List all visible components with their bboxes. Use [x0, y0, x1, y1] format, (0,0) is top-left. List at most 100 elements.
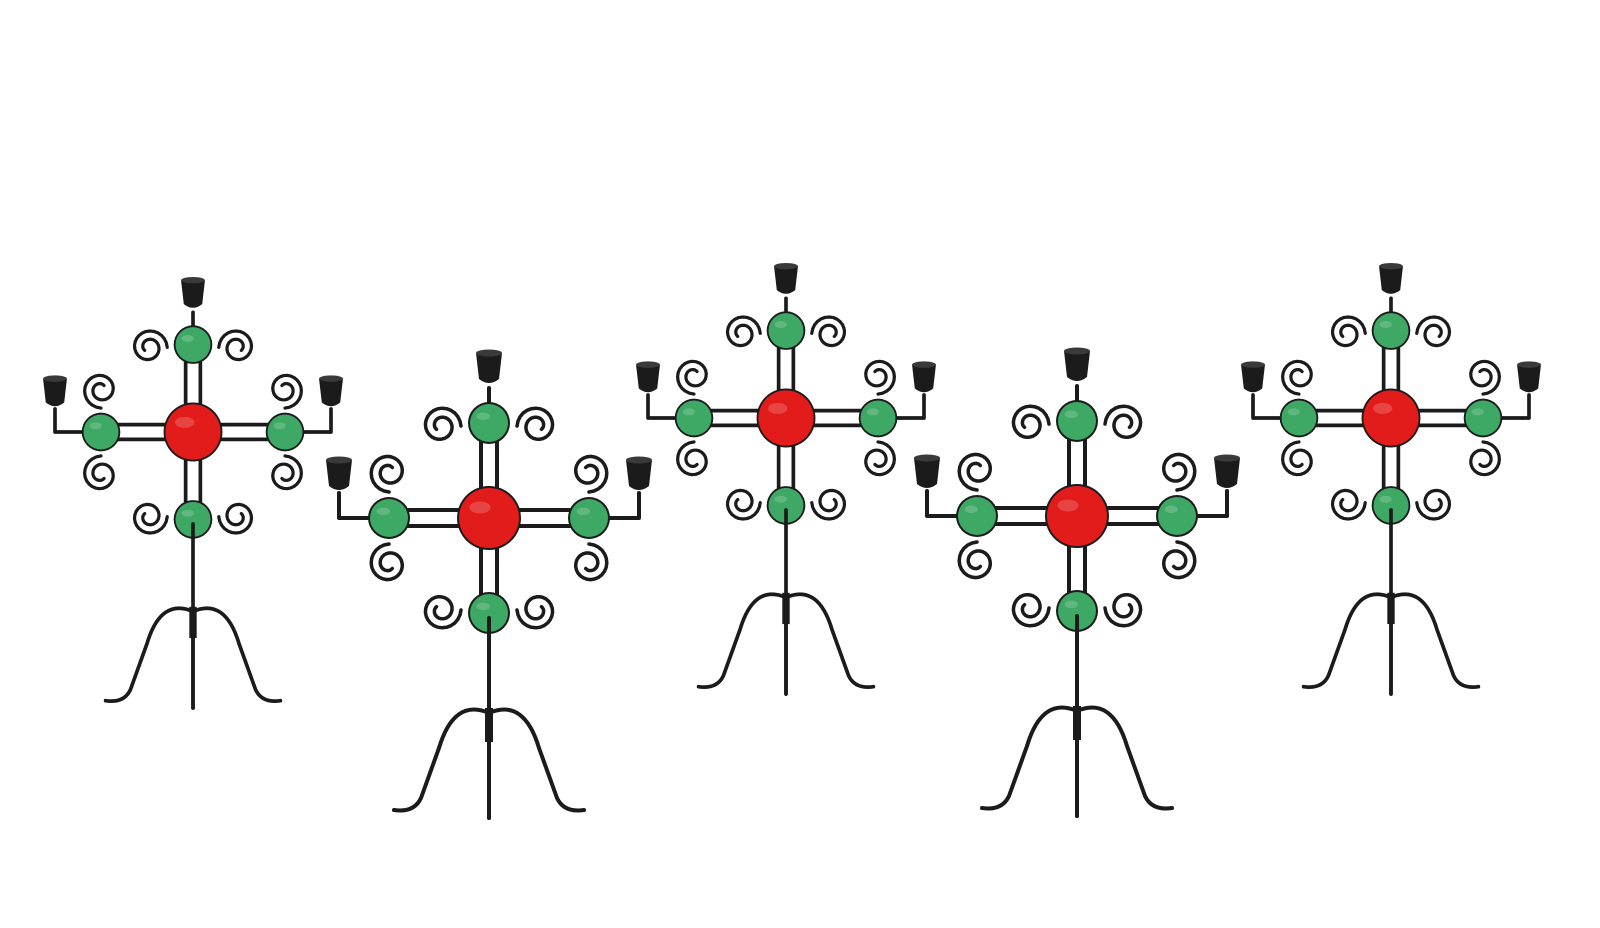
top-candle-cup	[774, 266, 798, 294]
left-candle-cup-rim	[914, 454, 940, 462]
scroll-curl	[810, 488, 847, 521]
left-green-glass-highlight	[376, 507, 390, 516]
right-candle-cup-rim	[1517, 361, 1541, 368]
right-arm	[597, 491, 641, 520]
scroll-curl	[217, 329, 254, 362]
right-candle-cup	[319, 378, 343, 407]
top-green-glass	[470, 404, 508, 442]
right-green-glass	[570, 499, 608, 537]
scroll-curl	[83, 454, 115, 491]
left-candle-cup	[636, 364, 660, 393]
left-green-glass-highlight	[682, 408, 695, 416]
right-arm	[1490, 393, 1531, 420]
scroll-curl	[1161, 452, 1197, 492]
right-candle-cup-rim	[1214, 454, 1240, 462]
scroll-curl	[132, 329, 169, 362]
top-green-glass-highlight	[1379, 320, 1392, 328]
scroll-curl	[217, 502, 254, 535]
right-candle-cup-rim	[912, 361, 936, 368]
scroll-curl	[271, 373, 303, 410]
leg-right	[1389, 592, 1481, 689]
right-candle-cup	[912, 364, 936, 393]
center-red-glass-highlight	[469, 501, 491, 514]
candelabra-1	[43, 276, 343, 710]
leg-right	[487, 707, 586, 813]
left-green-glass-highlight	[964, 505, 978, 514]
scroll-curl	[864, 359, 896, 396]
candelabra-5	[1241, 262, 1541, 696]
left-candle-cup-rim	[1241, 361, 1265, 368]
bottom-green-glass-highlight	[1379, 495, 1392, 503]
scroll-curl	[83, 373, 115, 410]
center-red-glass	[758, 390, 814, 446]
bottom-green-glass-highlight	[774, 495, 787, 503]
scroll-curl	[132, 502, 169, 535]
scroll-curl	[515, 406, 555, 442]
bottom-green-glass-highlight	[181, 509, 194, 517]
scroll-curl	[725, 488, 762, 521]
leg-left	[1301, 592, 1393, 689]
right-green-glass-highlight	[1471, 408, 1484, 416]
scroll-curl	[957, 452, 993, 492]
right-green-glass	[860, 400, 896, 436]
top-green-glass-highlight	[1064, 410, 1078, 419]
scroll-curl	[515, 594, 555, 630]
center-red-glass-highlight	[1373, 402, 1393, 414]
right-candle-cup-rim	[319, 375, 343, 382]
candelabra-4	[914, 347, 1240, 818]
scroll-curl	[1469, 359, 1501, 396]
left-candle-cup-rim	[43, 375, 67, 382]
scroll-curl	[369, 542, 405, 582]
candelabra-2	[326, 349, 652, 820]
candelabra-3	[636, 262, 936, 696]
center-red-glass	[1047, 486, 1107, 546]
scroll-curl	[573, 454, 609, 494]
right-candle-cup-rim	[626, 456, 652, 464]
left-green-glass	[83, 414, 119, 450]
candelabra-group	[43, 262, 1541, 820]
right-green-glass-highlight	[1164, 505, 1178, 514]
left-candle-cup-rim	[636, 361, 660, 368]
top-green-glass	[768, 313, 804, 349]
scroll-curl	[864, 440, 896, 477]
scroll-curl	[810, 315, 847, 348]
top-green-glass-highlight	[476, 412, 490, 421]
top-candle-cup	[1379, 266, 1403, 294]
scroll-curl	[423, 406, 463, 442]
leg-left	[392, 707, 491, 813]
leg-left	[980, 705, 1079, 811]
center-red-glass-highlight	[768, 402, 788, 414]
scroll-curl	[676, 440, 708, 477]
scroll-curl	[1281, 359, 1313, 396]
center-red-glass-highlight	[1057, 499, 1079, 512]
right-green-glass-highlight	[273, 422, 286, 430]
scroll-curl	[1330, 315, 1367, 348]
right-green-glass-highlight	[576, 507, 590, 516]
right-candle-cup	[626, 460, 652, 490]
scroll-curl	[725, 315, 762, 348]
scroll-curl	[271, 454, 303, 491]
center-red-glass	[165, 404, 221, 460]
top-candle-cup	[1064, 351, 1090, 381]
top-candle-cup-rim	[181, 276, 205, 284]
scroll-curl	[1469, 440, 1501, 477]
bottom-green-glass	[1373, 487, 1409, 523]
top-green-glass-highlight	[774, 320, 787, 328]
left-green-glass	[676, 400, 712, 436]
bottom-green-glass	[1058, 592, 1096, 630]
right-candle-cup	[1517, 364, 1541, 393]
top-candle-cup-rim	[774, 262, 798, 270]
left-candle-cup	[1241, 364, 1265, 393]
scroll-curl	[369, 454, 405, 494]
right-arm	[885, 393, 926, 420]
top-green-glass	[1058, 402, 1096, 440]
leg-right	[191, 606, 283, 703]
right-green-glass	[1465, 400, 1501, 436]
left-arm	[337, 491, 381, 520]
bottom-green-glass-highlight	[476, 602, 490, 611]
scroll-curl	[957, 540, 993, 580]
top-candle-cup-rim	[476, 349, 502, 357]
right-green-glass-highlight	[866, 408, 879, 416]
bottom-green-glass	[175, 501, 211, 537]
